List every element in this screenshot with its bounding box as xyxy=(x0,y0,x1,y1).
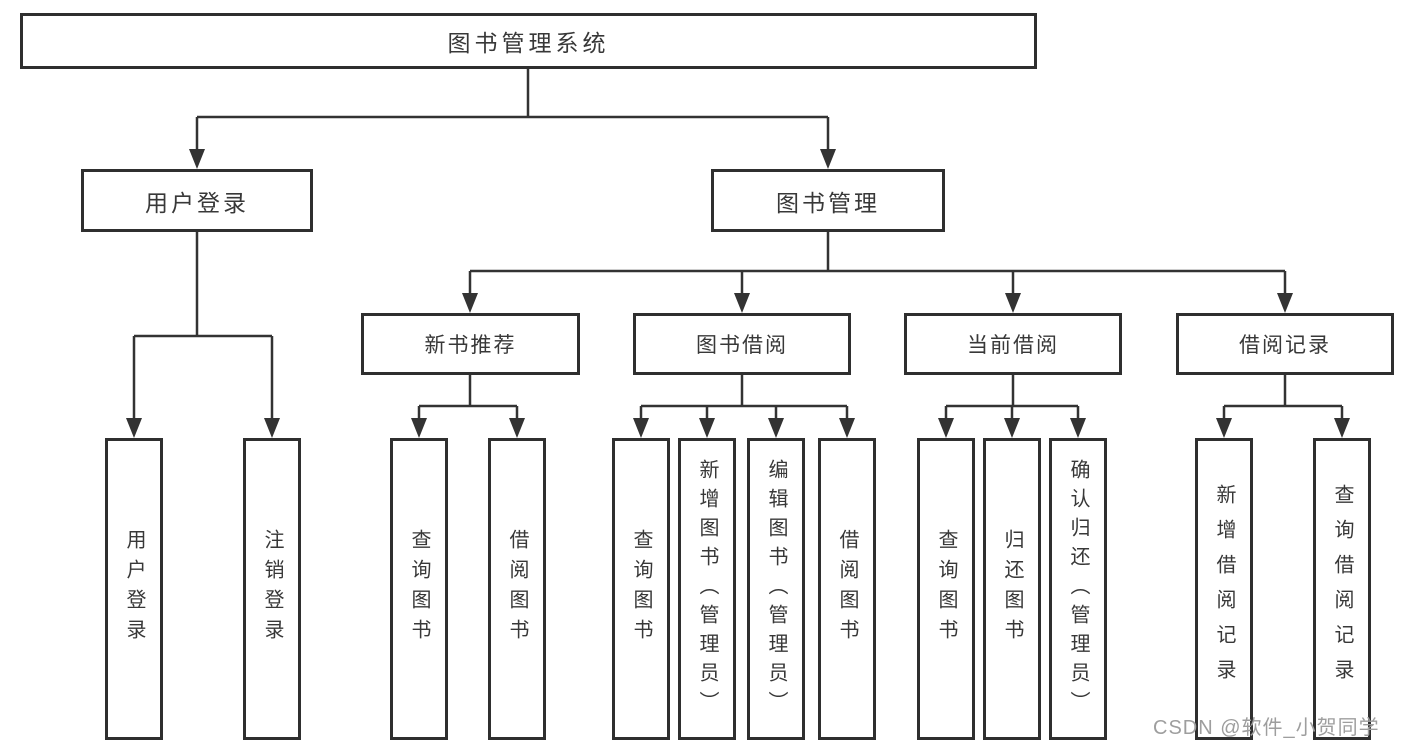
connector-current-borrow-to-leaves xyxy=(938,375,1086,438)
connector-book-borrow-to-leaves xyxy=(633,375,855,438)
node-borrow-records: 借阅记录 xyxy=(1176,313,1394,375)
leaf-label: 查询图书 xyxy=(408,529,430,649)
leaf-label: 用户登录 xyxy=(123,529,145,649)
connector-new-book-to-leaves xyxy=(411,375,525,438)
node-book-borrow: 图书借阅 xyxy=(633,313,851,375)
leaf-label: 确认归还（管理员） xyxy=(1067,458,1089,720)
leaf-query-books-recommend: 查询图书 xyxy=(390,438,448,740)
leaf-label: 借阅图书 xyxy=(836,529,858,649)
leaf-label: 注销登录 xyxy=(261,529,283,649)
connector-borrow-records-to-leaves xyxy=(1216,375,1350,438)
leaf-edit-book-admin: 编辑图书（管理员） xyxy=(747,438,805,740)
leaf-logout: 注销登录 xyxy=(243,438,301,740)
leaf-label: 查询借阅记录 xyxy=(1331,484,1353,694)
leaf-query-books-current: 查询图书 xyxy=(917,438,975,740)
node-user-login: 用户登录 xyxy=(81,169,313,232)
csdn-watermark: CSDN @软件_小贺同学 xyxy=(1153,717,1380,739)
leaf-return-books: 归还图书 xyxy=(983,438,1041,740)
leaf-label: 查询图书 xyxy=(630,529,652,649)
connector-root-to-level2 xyxy=(189,68,836,169)
leaf-label: 编辑图书（管理员） xyxy=(765,458,787,720)
leaf-confirm-return-admin: 确认归还（管理员） xyxy=(1049,438,1107,740)
leaf-borrow-books-recommend: 借阅图书 xyxy=(488,438,546,740)
leaf-label: 借阅图书 xyxy=(506,529,528,649)
node-new-book-recommend: 新书推荐 xyxy=(361,313,580,375)
connector-user-login-to-leaves xyxy=(126,232,280,438)
leaf-query-borrow-record: 查询借阅记录 xyxy=(1313,438,1371,740)
node-book-management: 图书管理 xyxy=(711,169,945,232)
leaf-add-book-admin: 新增图书（管理员） xyxy=(678,438,736,740)
node-current-borrow: 当前借阅 xyxy=(904,313,1122,375)
leaf-label: 新增图书（管理员） xyxy=(696,458,718,720)
connector-book-management-to-level3 xyxy=(462,232,1293,313)
node-root: 图书管理系统 xyxy=(20,13,1037,69)
leaf-label: 归还图书 xyxy=(1001,529,1023,649)
leaf-user-login: 用户登录 xyxy=(105,438,163,740)
leaf-query-books-borrow: 查询图书 xyxy=(612,438,670,740)
leaf-borrow-books: 借阅图书 xyxy=(818,438,876,740)
leaf-label: 新增借阅记录 xyxy=(1213,484,1235,694)
leaf-label: 查询图书 xyxy=(935,529,957,649)
leaf-add-borrow-record: 新增借阅记录 xyxy=(1195,438,1253,740)
